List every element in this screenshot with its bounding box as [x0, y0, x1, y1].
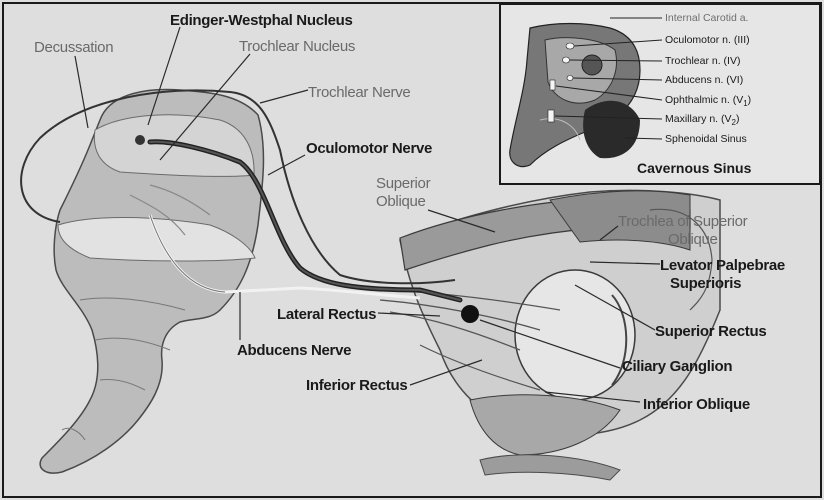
inset-label-abducens: Abducens n. (VI) — [665, 74, 744, 86]
cavernous-sinus-inset — [499, 3, 821, 185]
label-trochlear-nucleus: Trochlear Nucleus — [239, 38, 356, 55]
edinger-westphal-node — [135, 135, 145, 145]
inset-label-oculomotor: Oculomotor n. (III) — [665, 34, 750, 46]
label-trochlea-line1: Trochlea of Superior — [618, 213, 748, 230]
inset-title: Cavernous Sinus — [637, 160, 752, 176]
label-ciliary-ganglion: Ciliary Ganglion — [622, 358, 733, 375]
eyeball — [514, 269, 636, 401]
label-lateral-rectus: Lateral Rectus — [277, 306, 377, 323]
label-oculomotor-nerve: Oculomotor Nerve — [306, 140, 433, 157]
brainstem-illustration — [39, 88, 265, 474]
label-inferior-oblique: Inferior Oblique — [643, 396, 750, 413]
orbit-illustration — [379, 189, 721, 481]
trochlear-nerve-path — [20, 89, 456, 285]
inset-label-trochlear: Trochlear n. (IV) — [665, 55, 741, 67]
ophthalmic-subscript: 1 — [743, 99, 748, 109]
label-levator-line2: Superioris — [670, 275, 742, 292]
label-edinger-westphal-nucleus: Edinger-Westphal Nucleus — [170, 12, 353, 29]
label-inferior-rectus: Inferior Rectus — [306, 377, 408, 394]
inset-label-ophthalmic: Ophthalmic n. (V1) — [665, 94, 752, 109]
leader-lines — [74, 26, 661, 403]
maxillary-subscript: 2 — [731, 118, 736, 128]
label-superior-rectus: Superior Rectus — [655, 323, 767, 340]
nerves — [20, 89, 479, 323]
inset-label-maxillary: Maxillary n. (V2) — [665, 113, 740, 128]
label-trochlea-line2: Oblique — [668, 231, 718, 248]
inset-label-sphenoidal-sinus: Sphenoidal Sinus — [665, 133, 747, 145]
label-trochlear-nerve: Trochlear Nerve — [308, 84, 411, 101]
label-abducens-nerve: Abducens Nerve — [237, 342, 352, 359]
inset-label-internal-carotid: Internal Carotid a. — [665, 12, 749, 24]
label-decussation: Decussation — [34, 39, 114, 56]
ciliary-ganglion-node — [461, 305, 479, 323]
label-levator-line1: Levator Palpebrae — [660, 257, 785, 274]
label-superior-oblique-line1: Superior — [376, 175, 431, 192]
label-superior-oblique-line2: Oblique — [376, 193, 426, 210]
